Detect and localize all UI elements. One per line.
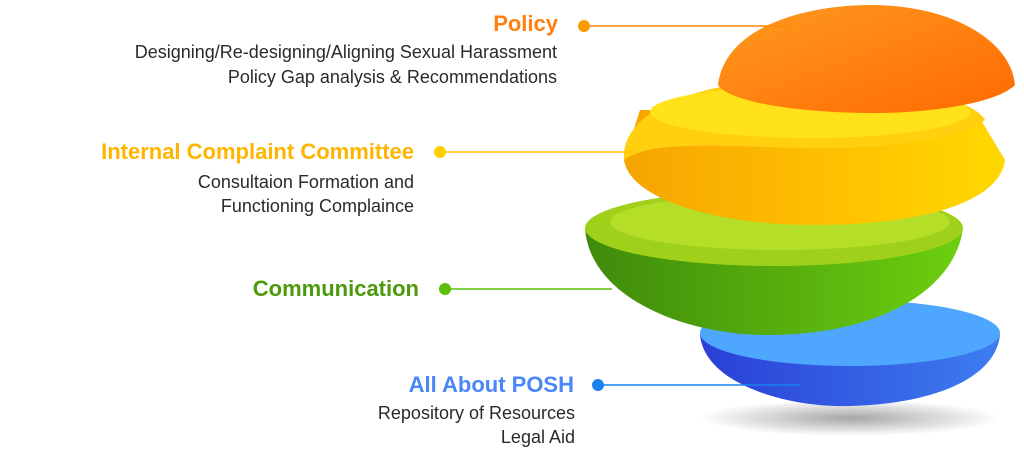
icc-title: Internal Complaint Committee (101, 139, 414, 164)
drop-shadow (700, 400, 1000, 436)
icc-desc-line-2: Functioning Complaince (220, 196, 414, 216)
connector-icc (434, 146, 632, 158)
posh-desc-line-1: Repository of Resources (377, 403, 575, 423)
connector-policy (578, 20, 790, 32)
connector-communication (439, 283, 612, 295)
policy-desc-line-2: Policy Gap analysis & Recommendations (227, 67, 557, 87)
layer-policy-shape (718, 4, 1015, 114)
policy-title: Policy (493, 11, 558, 36)
communication-title: Communication (252, 276, 419, 301)
policy-desc-line-1: Designing/Re-designing/Aligning Sexual H… (134, 42, 557, 62)
connector-posh (592, 379, 800, 391)
icc-desc-line-1: Consultaion Formation and (197, 172, 414, 192)
posh-title: All About POSH (408, 372, 574, 397)
posh-desc-line-2: Legal Aid (500, 427, 575, 447)
